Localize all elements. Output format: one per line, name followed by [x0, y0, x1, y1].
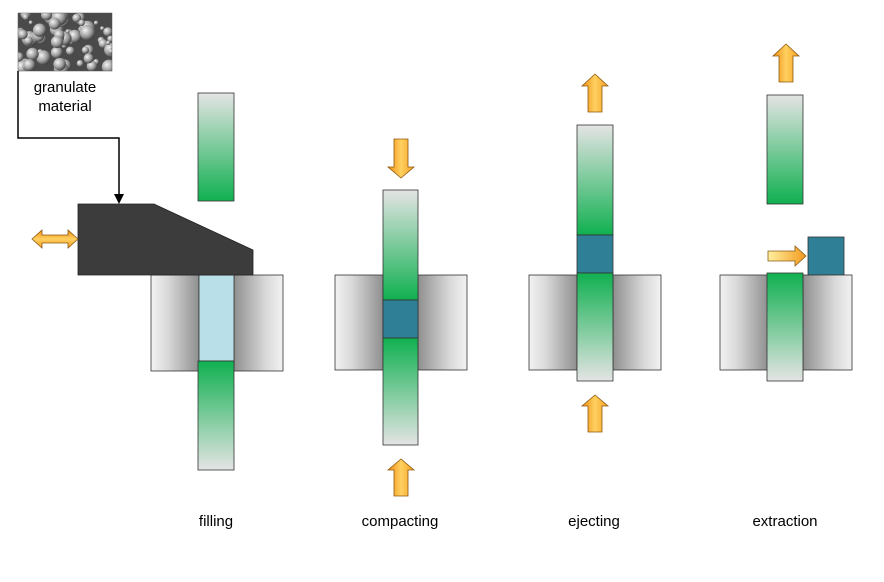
granule	[83, 53, 94, 64]
stage-label-extraction: extraction	[752, 513, 817, 530]
die-right	[802, 274, 853, 371]
granule	[53, 57, 66, 71]
upper-punch	[197, 92, 235, 202]
granule	[78, 19, 85, 26]
granule	[108, 48, 112, 55]
granule	[18, 52, 24, 62]
orange-arrow-icon	[767, 245, 807, 267]
granule	[28, 20, 33, 25]
orange-arrow-icon	[580, 394, 610, 433]
granule	[32, 23, 47, 37]
granule	[23, 36, 33, 46]
lower-punch	[197, 360, 235, 471]
granule	[65, 46, 75, 56]
granule	[93, 20, 99, 25]
granule	[23, 59, 36, 71]
orange-arrow-icon	[771, 43, 801, 83]
orange-arrow-icon	[31, 229, 79, 249]
die-left	[719, 274, 769, 371]
orange-arrow-icon	[580, 73, 610, 113]
orange-arrow-icon	[386, 138, 416, 179]
lower-punch	[576, 272, 614, 382]
feed-arrowhead	[114, 194, 124, 204]
stage-compacting: compacting	[334, 138, 468, 530]
granule	[103, 27, 112, 37]
granulate-texture-icon	[18, 13, 112, 71]
powder-fill	[198, 274, 235, 362]
granule	[36, 50, 51, 65]
die-right	[417, 274, 468, 371]
granule	[72, 13, 82, 23]
stage-label-compacting: compacting	[362, 513, 439, 530]
granule	[100, 26, 105, 31]
granule	[50, 35, 64, 49]
lower-punch	[382, 337, 419, 446]
granule	[86, 60, 98, 71]
stage-ejecting: ejecting	[528, 73, 662, 530]
die-left	[150, 274, 200, 372]
source-label-line2: material	[38, 98, 91, 115]
granule	[106, 40, 111, 45]
granule	[50, 46, 63, 59]
granule	[65, 29, 70, 34]
compact	[807, 236, 845, 276]
die-left	[334, 274, 384, 371]
compact	[382, 299, 419, 339]
die-left	[528, 274, 578, 371]
upper-punch	[766, 94, 804, 205]
granule	[22, 13, 29, 21]
stage-filling: filling	[31, 92, 284, 530]
compact	[576, 234, 614, 274]
upper-punch	[382, 189, 419, 301]
granule	[101, 59, 112, 71]
feed-shoe	[77, 203, 254, 276]
feed-line	[17, 71, 120, 196]
granule	[48, 17, 61, 30]
granule	[81, 46, 89, 54]
die-right	[612, 274, 662, 371]
granule	[41, 13, 53, 21]
source-label-line1: granulate	[34, 79, 97, 96]
lower-punch	[766, 272, 804, 382]
granule	[107, 35, 112, 43]
orange-arrow-icon	[386, 458, 416, 497]
stage-label-ejecting: ejecting	[568, 513, 620, 530]
granule	[76, 60, 84, 67]
stage-label-filling: filling	[199, 513, 233, 530]
upper-punch	[576, 124, 614, 236]
granule	[18, 29, 28, 40]
granule	[26, 47, 39, 61]
die-right	[233, 274, 284, 372]
stage-extraction: extraction	[719, 43, 853, 530]
granule	[79, 24, 96, 41]
